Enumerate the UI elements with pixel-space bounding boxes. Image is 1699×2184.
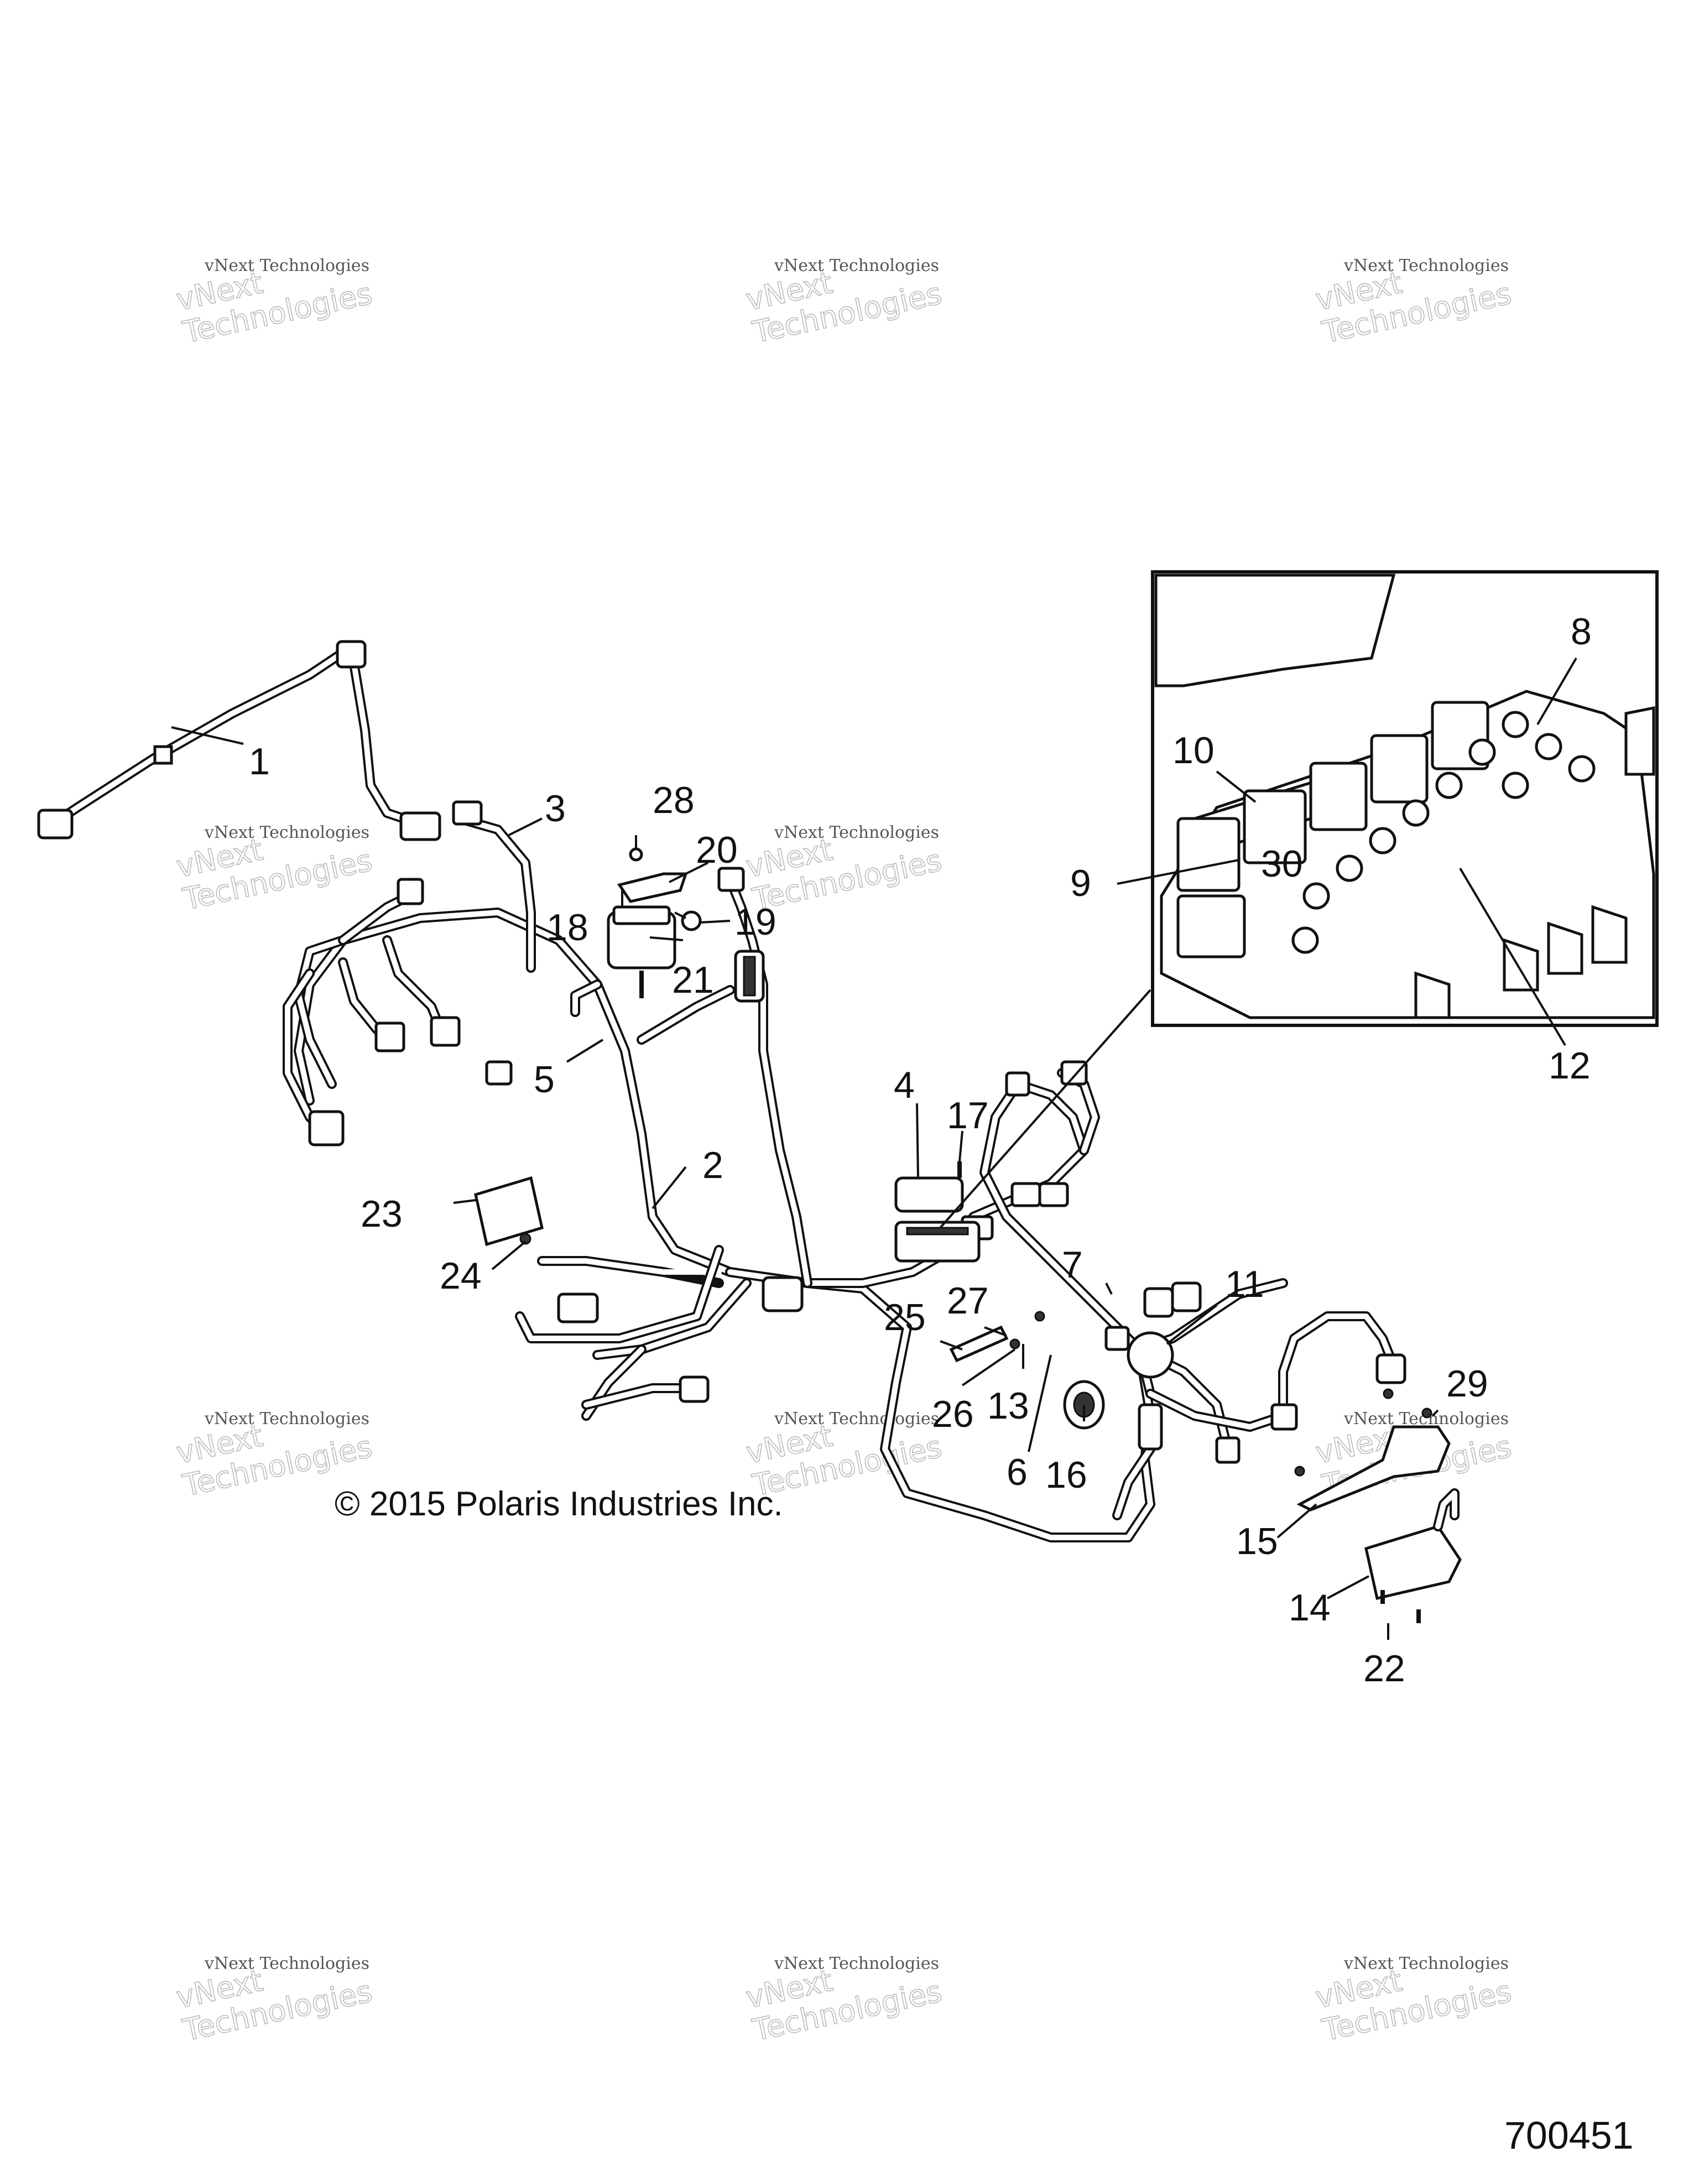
watermark: vNext Technologies vNext Technologies — [173, 256, 376, 351]
watermark: vNext Technologies vNext Technologies — [1312, 1954, 1515, 2049]
fuse-box-part-4 — [894, 1176, 981, 1263]
callout-21: 21 — [672, 959, 714, 1001]
callout-20: 20 — [696, 829, 738, 871]
clip-part-19 — [674, 910, 702, 931]
callout-24: 24 — [440, 1255, 482, 1297]
callout-11: 11 — [1225, 1263, 1264, 1305]
ecu-part-23 — [474, 1176, 544, 1247]
callout-27: 27 — [947, 1280, 989, 1322]
callout-6: 6 — [1007, 1451, 1028, 1493]
watermark: vNext Technologies vNext Technologies — [173, 823, 376, 918]
callout-12: 12 — [1549, 1045, 1591, 1087]
svg-text:vNext Technologies: vNext Technologies — [774, 256, 939, 275]
callouts: 1 2 3 4 5 6 7 8 9 10 11 12 13 14 15 16 1… — [249, 611, 1592, 1690]
callout-23: 23 — [361, 1193, 403, 1235]
bracket-part-20 — [617, 847, 688, 903]
inset-box: 30 — [1151, 570, 1659, 1027]
callout-19: 19 — [734, 901, 776, 943]
callout-5: 5 — [534, 1059, 555, 1101]
part-25-27 — [949, 1311, 1045, 1363]
harness-part-7 — [961, 1060, 1406, 1520]
callout-7: 7 — [1062, 1244, 1083, 1286]
callout-13: 13 — [987, 1385, 1029, 1427]
plate-part-15 — [1294, 1388, 1451, 1511]
callout-9: 9 — [1070, 862, 1091, 904]
callout-25: 25 — [884, 1296, 926, 1338]
callout-1: 1 — [249, 741, 270, 783]
callout-28: 28 — [653, 779, 695, 821]
callout-26: 26 — [932, 1393, 974, 1435]
callout-15: 15 — [1236, 1520, 1278, 1562]
relay-part-18 — [607, 905, 676, 969]
callout-29: 29 — [1446, 1363, 1488, 1405]
callout-16: 16 — [1045, 1454, 1087, 1496]
svg-text:vNext Technologies: vNext Technologies — [774, 1954, 939, 1973]
callout-3: 3 — [545, 788, 566, 830]
harness-part-1 — [37, 640, 441, 841]
callout-14: 14 — [1289, 1587, 1331, 1629]
watermark: vNext Technologies vNext Technologies — [743, 1954, 945, 2049]
callout-22: 22 — [1363, 1648, 1405, 1690]
copyright-notice: © 2015 Polaris Industries Inc. — [335, 1485, 783, 1523]
watermark: vNext Technologies vNext Technologies — [743, 256, 945, 351]
svg-text:vNext Technologies: vNext Technologies — [774, 1409, 939, 1429]
svg-text:vNext Technologies: vNext Technologies — [1343, 1954, 1509, 1973]
svg-text:vNext Technologies: vNext Technologies — [204, 823, 369, 842]
watermark: vNext Technologies vNext Technologies — [1312, 256, 1515, 351]
figure-number: 700451 — [1504, 2114, 1634, 2157]
svg-text:vNext Technologies: vNext Technologies — [204, 1409, 369, 1429]
leader-lines — [171, 657, 1577, 1640]
callout-17: 17 — [947, 1094, 989, 1137]
svg-text:vNext Technologies: vNext Technologies — [774, 823, 939, 842]
watermark: vNext Technologies vNext Technologies — [173, 1954, 376, 2049]
module-part-14 — [1364, 1488, 1462, 1623]
svg-text:vNext Technologies: vNext Technologies — [204, 1954, 369, 1973]
callout-18: 18 — [546, 906, 588, 948]
inset-relay-label: 30 — [1261, 843, 1303, 885]
svg-text:vNext Technologies: vNext Technologies — [204, 256, 369, 275]
callout-2: 2 — [702, 1144, 723, 1186]
svg-text:vNext Technologies: vNext Technologies — [1343, 256, 1509, 275]
watermarks: vNext Technologies vNext Technologies vN… — [173, 256, 1515, 2049]
callout-10: 10 — [1172, 729, 1215, 772]
callout-8: 8 — [1571, 611, 1592, 653]
callout-4: 4 — [894, 1064, 915, 1106]
